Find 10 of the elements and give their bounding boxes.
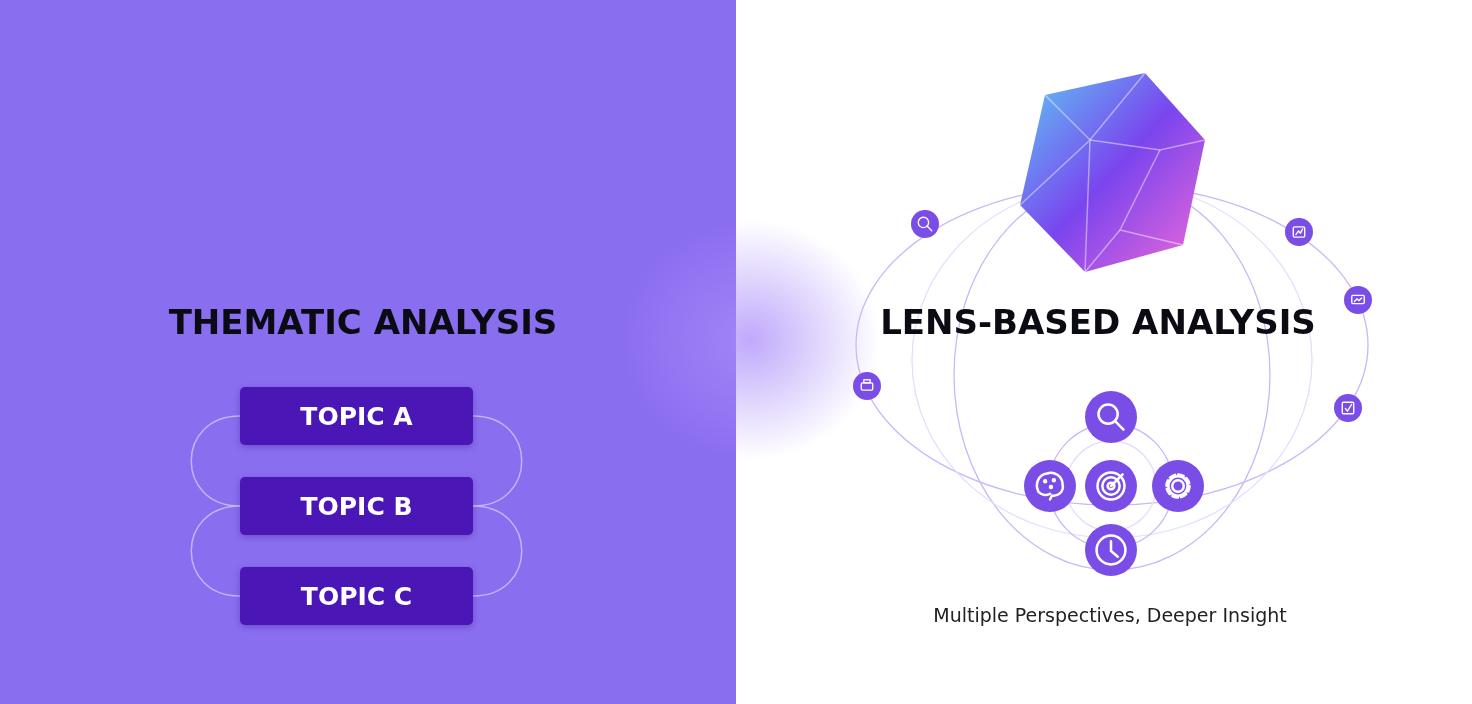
topic-card: TOPIC B	[240, 477, 473, 535]
tagline: Multiple Perspectives, Deeper Insight	[933, 604, 1287, 626]
connector-line	[472, 415, 523, 507]
section-heading: THEMATIC ANALYSIS	[168, 302, 558, 342]
connector-line	[190, 415, 241, 507]
connector-line	[472, 505, 523, 597]
topic-card: TOPIC A	[240, 387, 473, 445]
connector-line	[190, 505, 241, 597]
topic-card: TOPIC C	[240, 567, 473, 625]
section-heading: LENS-BASED ANALYSIS	[880, 302, 1316, 342]
